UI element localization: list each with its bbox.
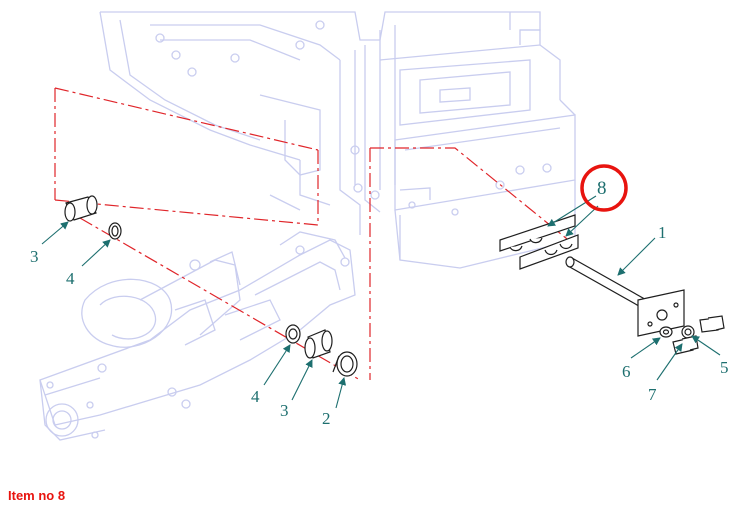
part-bushing-left <box>64 195 98 222</box>
callout-3-left: 3 <box>30 247 39 266</box>
part-bolt-upper <box>699 315 725 333</box>
part-flanged-bushing <box>332 351 358 377</box>
leader-7 <box>656 343 683 381</box>
leader-4a <box>81 239 111 267</box>
leader-3a <box>41 221 69 245</box>
parts <box>64 195 725 377</box>
part-shims <box>499 214 579 270</box>
part-washer-right <box>285 324 301 344</box>
callout-7: 7 <box>648 385 657 404</box>
callout-5: 5 <box>720 358 729 377</box>
highlight-circle <box>580 164 628 212</box>
callout-8: 8 <box>597 178 607 199</box>
callout-3-right: 3 <box>280 401 289 420</box>
item-caption: Item no 8 <box>8 488 66 503</box>
callout-4-right: 4 <box>251 387 260 406</box>
leader-3b <box>291 359 313 401</box>
axle-housing <box>39 231 356 441</box>
part-washer-left <box>108 222 122 240</box>
leader-1 <box>617 237 656 276</box>
tractor-frame <box>99 11 576 269</box>
leader-5 <box>691 335 721 356</box>
leader-4b <box>263 344 291 386</box>
leader-2 <box>335 377 347 409</box>
callout-6: 6 <box>622 362 631 381</box>
exploded-parts-diagram: 1 2 3 3 4 4 5 6 7 8 <box>30 11 729 441</box>
callout-1: 1 <box>658 223 667 242</box>
leader-6 <box>630 337 661 359</box>
part-small-washer <box>659 326 673 338</box>
callout-2: 2 <box>322 409 331 428</box>
part-pivot-pin <box>565 256 685 337</box>
callout-4-left: 4 <box>66 269 75 288</box>
part-bushing-right <box>304 329 333 359</box>
callout-labels: 1 2 3 3 4 4 5 6 7 8 <box>30 178 729 428</box>
leader-arrows <box>41 195 721 409</box>
part-nut <box>681 325 695 339</box>
leader-8b <box>565 205 599 237</box>
